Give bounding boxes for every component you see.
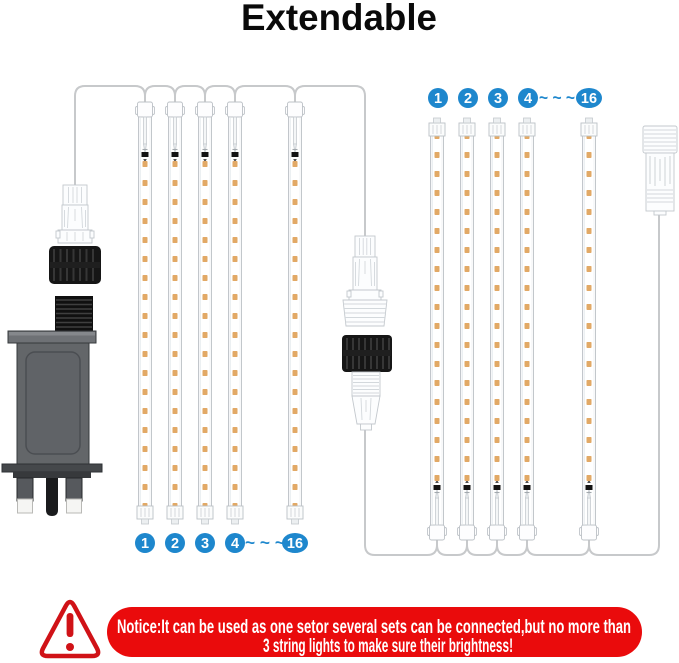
plug-pin — [16, 477, 34, 502]
page-title: Extendable — [241, 0, 437, 38]
number-label: 1 — [141, 536, 149, 552]
number-label: 2 — [171, 536, 179, 552]
number-badge — [458, 88, 478, 108]
plug-coupling-nut — [49, 246, 101, 284]
light-tube — [578, 117, 600, 541]
light-tube — [426, 117, 448, 541]
right-sequence-numbers: 1 2 3 4 ~ ~ ~ 16 — [428, 88, 602, 108]
plug-pin-earth — [46, 478, 58, 516]
notice-pill — [107, 607, 642, 657]
number-label: 4 — [524, 91, 532, 107]
light-tube — [164, 101, 186, 525]
number-badge — [518, 88, 538, 108]
plug-pin — [65, 477, 83, 502]
extension-connector-male — [342, 235, 388, 327]
tilde-separator: ~ ~ ~ — [539, 88, 575, 107]
number-label: 2 — [464, 91, 472, 107]
tilde-separator: ~ ~ ~ — [245, 533, 285, 552]
extension-connector-female — [351, 371, 381, 431]
number-badge — [576, 88, 602, 108]
number-label: 4 — [231, 536, 239, 552]
warning-exclamation — [66, 613, 74, 637]
number-badge — [165, 533, 185, 553]
left-string-wire — [74, 85, 366, 238]
light-tube — [486, 117, 508, 541]
plug-connector-male — [55, 184, 95, 244]
number-badge — [225, 533, 245, 553]
right-light-string — [426, 117, 600, 541]
warning-exclamation-dot — [66, 643, 74, 651]
left-light-string — [134, 101, 306, 525]
number-badge — [195, 533, 215, 553]
notice-line2: 3 string lights to make sure their brigh… — [263, 636, 513, 657]
end-connector-female — [642, 125, 678, 216]
notice-banner: Notice:It can be used as one setor sever… — [39, 599, 642, 659]
number-badge — [282, 533, 308, 553]
number-label: 16 — [581, 91, 597, 107]
light-tube — [224, 101, 246, 525]
uk-power-plug — [1, 296, 103, 516]
number-label: 3 — [201, 536, 209, 552]
light-tube — [284, 101, 306, 525]
extension-coupling-nut — [342, 335, 392, 372]
light-tube — [134, 101, 156, 525]
number-badge — [135, 533, 155, 553]
number-badge — [488, 88, 508, 108]
left-sequence-numbers: 1 2 3 4 ~ ~ ~ 16 — [135, 533, 308, 553]
notice-line1: Notice:It can be used as one setor sever… — [117, 617, 631, 638]
light-tube — [456, 117, 478, 541]
number-label: 3 — [494, 91, 502, 107]
number-label: 1 — [434, 91, 442, 107]
number-badge — [428, 88, 448, 108]
light-tube — [516, 117, 538, 541]
number-label: 16 — [287, 536, 303, 552]
right-string-wire — [364, 213, 660, 556]
light-tube — [194, 101, 216, 525]
